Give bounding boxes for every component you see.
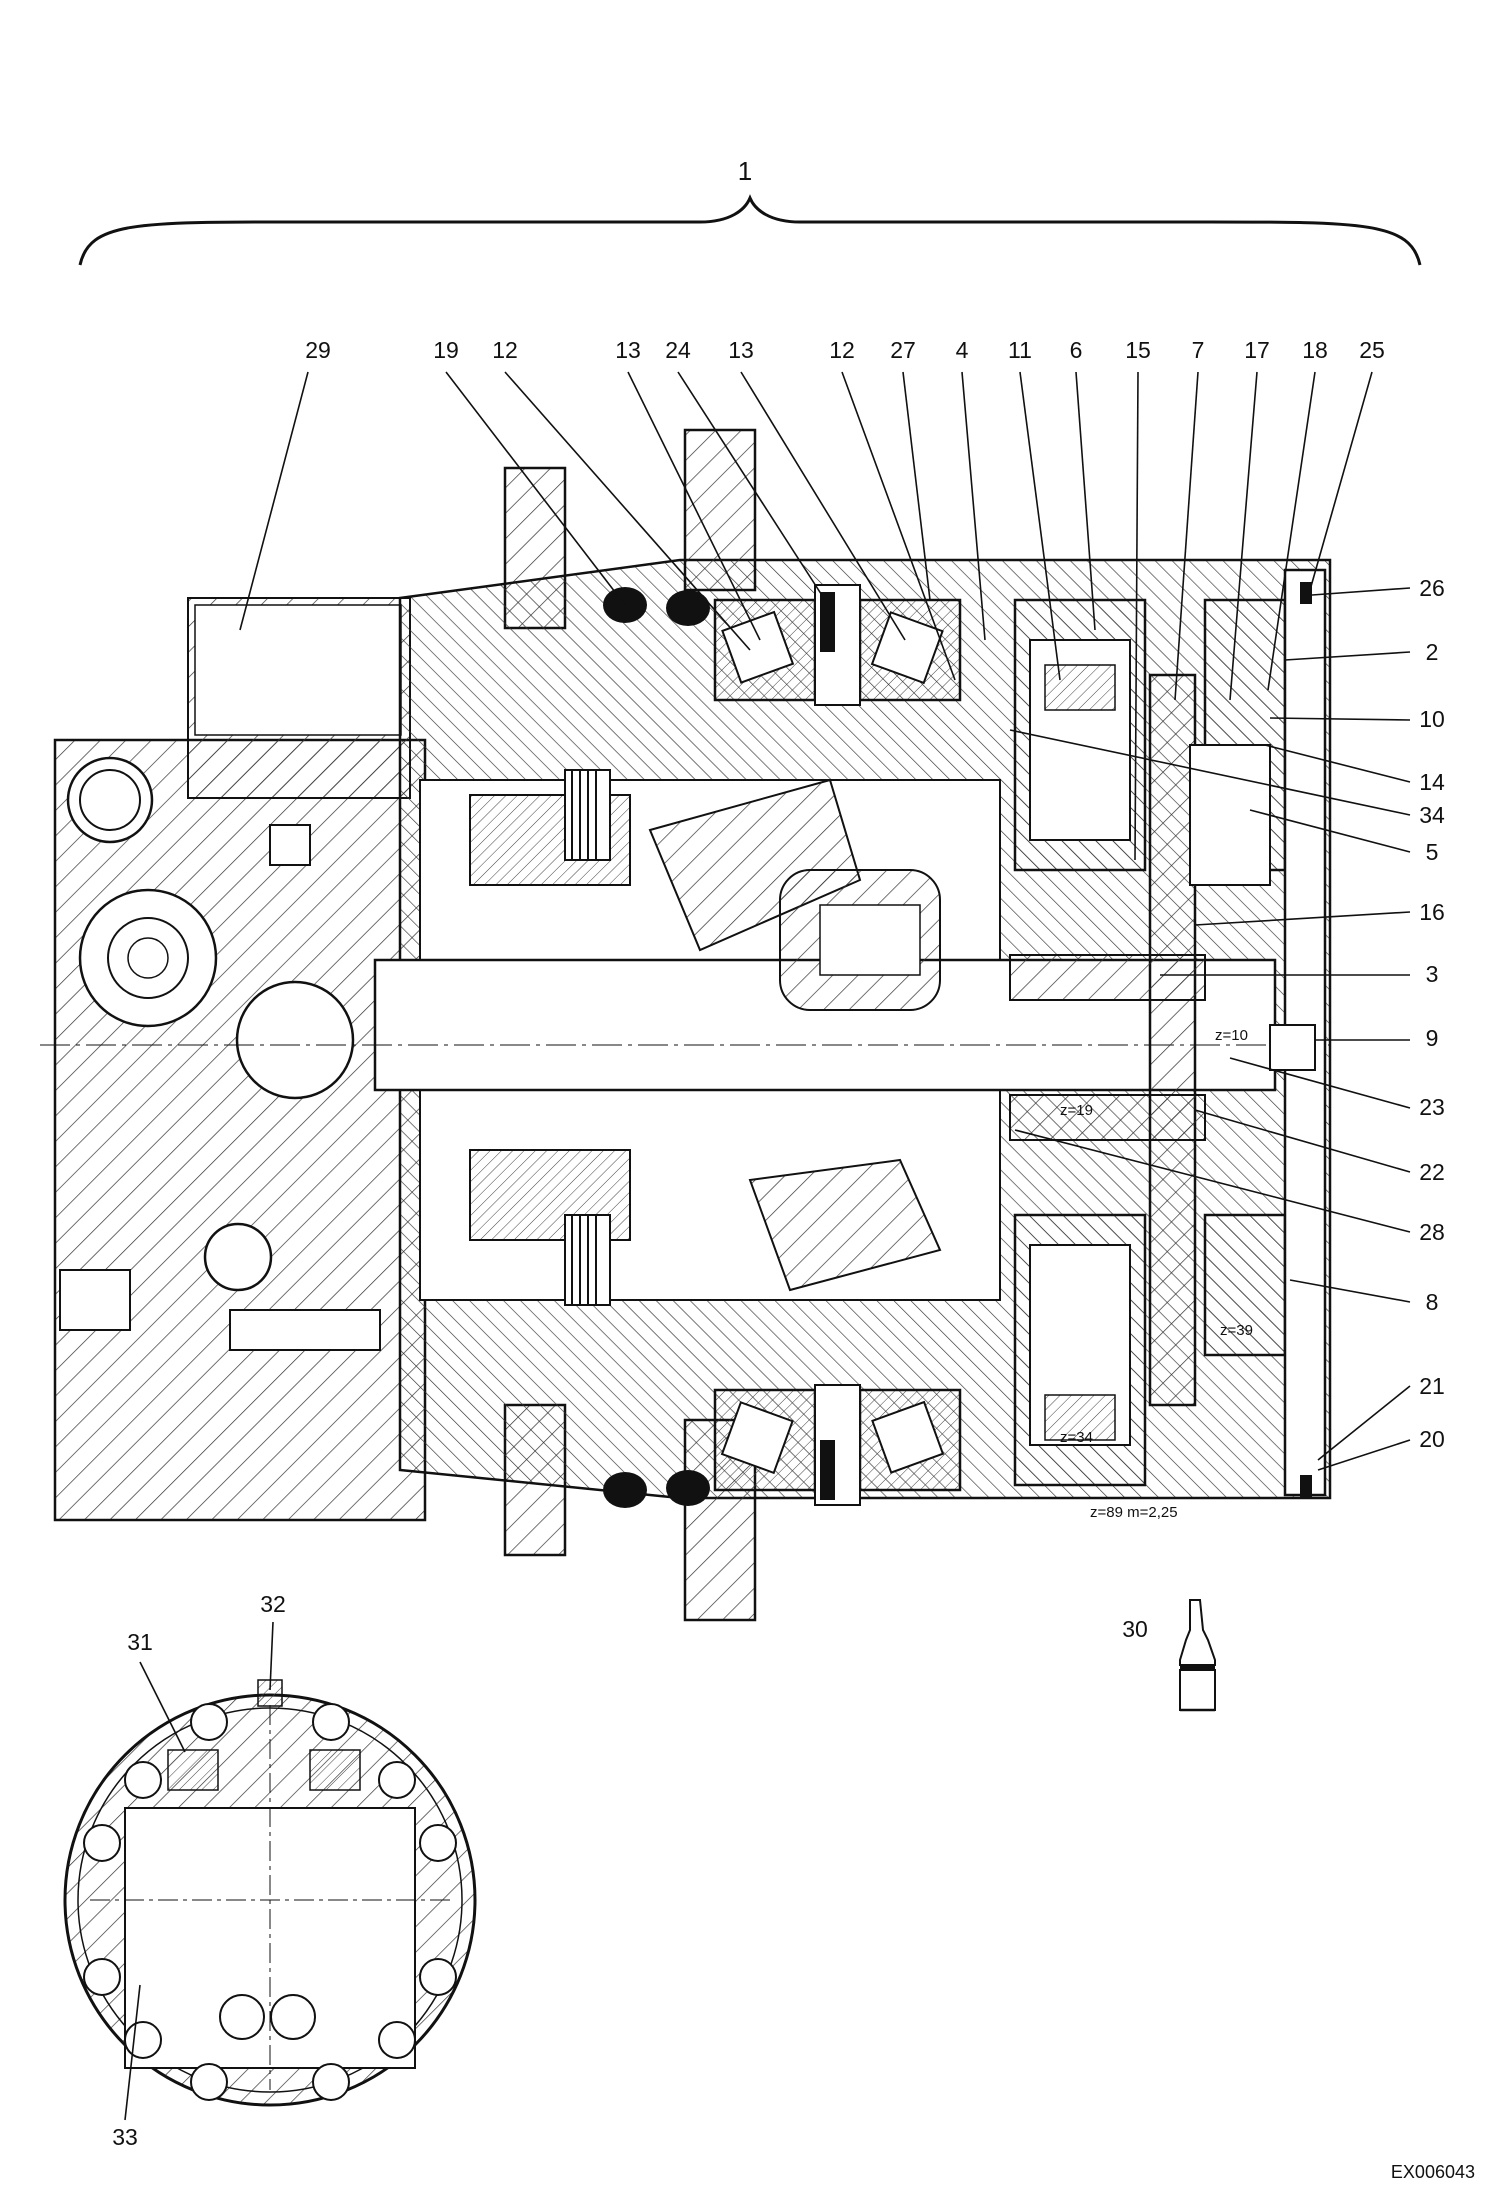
callout-28: 28 bbox=[1419, 1219, 1445, 1245]
callout-13b: 13 bbox=[728, 337, 754, 363]
callout-10: 10 bbox=[1419, 706, 1445, 732]
valve-block bbox=[53, 597, 427, 1522]
callout-3: 3 bbox=[1426, 961, 1439, 987]
main-bearings bbox=[713, 584, 962, 1506]
top-leader-lines bbox=[239, 371, 1373, 861]
callout-7: 7 bbox=[1192, 337, 1205, 363]
lubricant-tube: 30 bbox=[1122, 1599, 1216, 1712]
gear-note-sun-small: z=10 bbox=[1215, 1027, 1248, 1044]
callout-23: 23 bbox=[1419, 1094, 1445, 1120]
callout-16: 16 bbox=[1419, 899, 1445, 925]
gear-note-ring: z=89 m=2,25 bbox=[1090, 1504, 1178, 1521]
assembly-brace: 1 bbox=[78, 156, 1422, 266]
callout-21: 21 bbox=[1419, 1373, 1445, 1399]
right-callouts: 26 2 10 14 34 5 16 3 9 23 22 28 8 21 20 bbox=[1419, 575, 1445, 1452]
callout-2: 2 bbox=[1426, 639, 1439, 665]
end-view-callouts: 31 32 33 bbox=[112, 1591, 286, 2150]
callout-18: 18 bbox=[1302, 337, 1328, 363]
callout-4: 4 bbox=[956, 337, 969, 363]
end-view: 31 32 33 bbox=[63, 1591, 477, 2150]
gear-note-sun-mid: z=19 bbox=[1060, 1102, 1093, 1119]
image-id: EX006043 bbox=[1391, 2162, 1475, 2182]
assembly-number: 1 bbox=[738, 156, 752, 186]
callout-26: 26 bbox=[1419, 575, 1445, 601]
callout-31: 31 bbox=[127, 1629, 153, 1655]
callout-15: 15 bbox=[1125, 337, 1151, 363]
top-callouts: 29 19 12 13 24 13 12 27 4 11 6 15 7 17 1… bbox=[305, 337, 1385, 363]
callout-20: 20 bbox=[1419, 1426, 1445, 1452]
callout-24: 24 bbox=[665, 337, 691, 363]
callout-22: 22 bbox=[1419, 1159, 1445, 1185]
callout-8: 8 bbox=[1426, 1289, 1439, 1315]
callout-27: 27 bbox=[890, 337, 916, 363]
callout-34: 34 bbox=[1419, 802, 1445, 828]
gear-notes: z=89 m=2,25 z=10 z=19 z=34 z=39 bbox=[1060, 1027, 1253, 1521]
callout-29: 29 bbox=[305, 337, 331, 363]
callout-12a: 12 bbox=[492, 337, 518, 363]
callout-12b: 12 bbox=[829, 337, 855, 363]
callout-11: 11 bbox=[1008, 337, 1032, 363]
callout-5: 5 bbox=[1426, 839, 1439, 865]
callout-32: 32 bbox=[260, 1591, 286, 1617]
callout-6: 6 bbox=[1070, 337, 1083, 363]
gear-note-planet-large: z=39 bbox=[1220, 1322, 1253, 1339]
callout-9: 9 bbox=[1426, 1025, 1439, 1051]
callout-25: 25 bbox=[1359, 337, 1385, 363]
callout-13a: 13 bbox=[615, 337, 641, 363]
callout-17: 17 bbox=[1244, 337, 1270, 363]
planetary-stage bbox=[1009, 568, 1327, 1497]
callout-30: 30 bbox=[1122, 1616, 1148, 1642]
callout-19: 19 bbox=[433, 337, 459, 363]
callout-14: 14 bbox=[1419, 769, 1445, 795]
gear-note-planet-mid: z=34 bbox=[1060, 1429, 1093, 1446]
right-leader-lines bbox=[1009, 587, 1411, 1471]
callout-33: 33 bbox=[112, 2124, 138, 2150]
